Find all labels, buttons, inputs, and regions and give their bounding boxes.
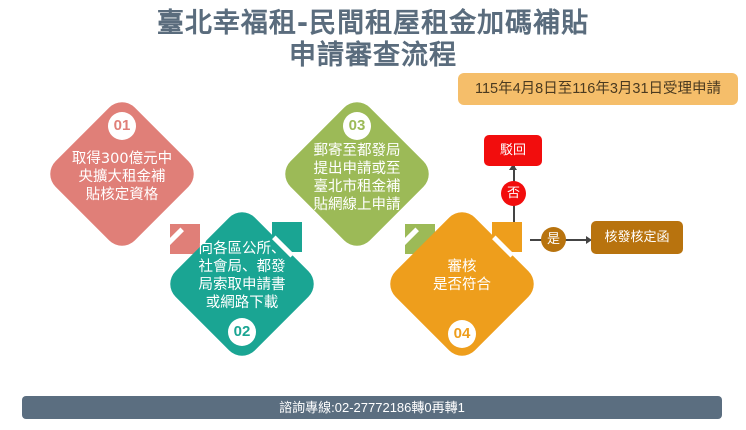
step-03-number: 03 — [343, 112, 371, 140]
no-arrow-icon — [509, 164, 517, 170]
yes-arrow-icon — [586, 236, 592, 244]
no-label-circle: 否 — [501, 181, 526, 206]
page-title-line2: 申請審查流程 — [289, 40, 457, 71]
step-04-text: 審核 是否符合 — [433, 259, 491, 293]
step-01-number: 01 — [108, 112, 136, 140]
step-03-text: 郵寄至都發局 提出申請或至 臺北市租金補 貼網線上申請 — [313, 143, 401, 213]
step-02-text: 向各區公所、 社會局、都發 局索取申請書 或網路下載 — [198, 241, 286, 311]
yes-label-circle: 是 — [541, 227, 566, 252]
page-title-line1: 臺北幸福租-民間租屋租金加碼補貼 — [156, 8, 590, 39]
rejected-box: 駁回 — [484, 135, 542, 166]
step-01-text: 取得300億元中 央擴大租金補 貼核定資格 — [71, 151, 173, 203]
application-period-badge: 115年4月8日至116年3月31日受理申請 — [458, 73, 738, 105]
step-04-number: 04 — [448, 320, 476, 348]
hotline-bar: 諮詢專線:02-27772186轉0再轉1 — [22, 396, 722, 419]
approval-letter-box: 核發核定函 — [591, 221, 683, 254]
step-02-number: 02 — [228, 318, 256, 346]
